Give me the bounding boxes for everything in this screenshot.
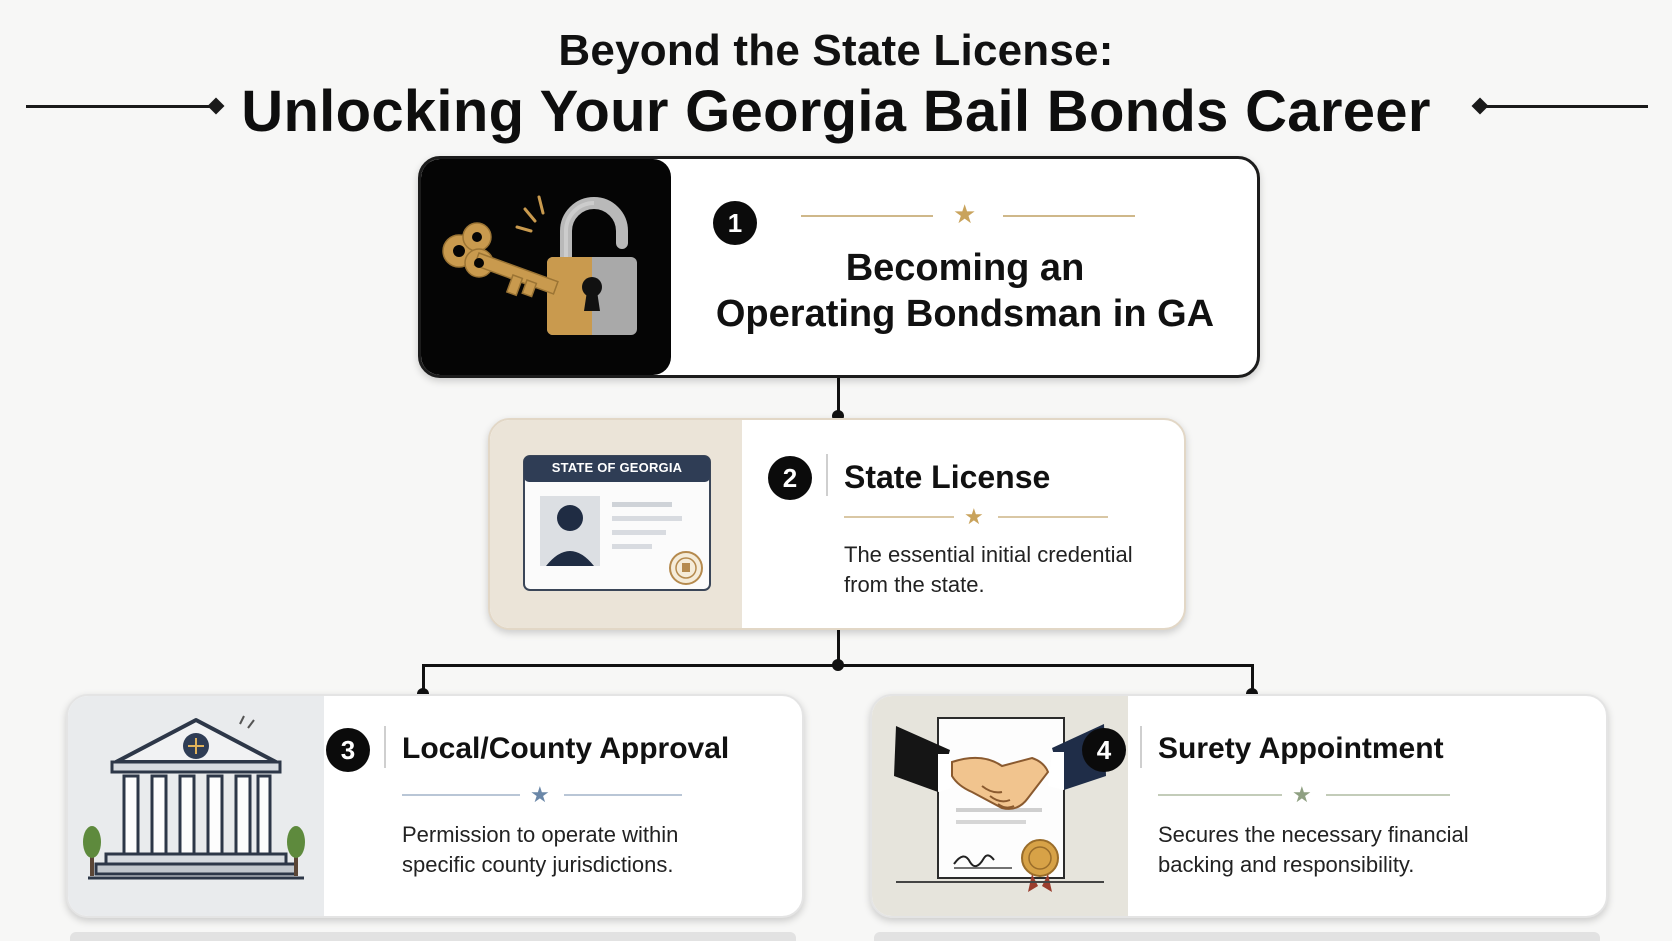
step-4-image	[872, 696, 1128, 916]
connector-2-split	[837, 628, 840, 666]
step-4-divider-right	[1326, 794, 1450, 796]
step-4-card: 4 Surety Appointment ★ Secures the neces…	[870, 694, 1608, 918]
next-card-edge-left	[70, 932, 796, 941]
step-2-divider-left	[844, 516, 954, 518]
step-2-title: State License	[844, 459, 1051, 495]
step-1-title-line2: Operating Bondsman in GA	[715, 293, 1215, 335]
diagram-title: Unlocking Your Georgia Bail Bonds Career	[241, 79, 1431, 144]
step-3-description-line2: specific county jurisdictions.	[402, 852, 674, 877]
step-1-number-badge: 1	[713, 201, 757, 245]
step-3-separator	[384, 726, 386, 768]
courthouse-icon	[83, 715, 305, 880]
step-2-card: STATE OF GEORGIA 2 State License ★ The e…	[488, 418, 1186, 630]
step-3-divider-left	[402, 794, 520, 796]
step-4-number-badge: 4	[1082, 728, 1126, 772]
step-4-description-line1: Secures the necessary financial	[1158, 822, 1469, 847]
step-4-description-line2: backing and responsibility.	[1158, 852, 1415, 877]
step-2-separator	[826, 454, 828, 496]
step-3-card: 3 Local/County Approval ★ Permission to …	[66, 694, 804, 918]
step-1-divider-left	[801, 215, 933, 217]
star-icon: ★	[1292, 782, 1312, 807]
star-icon: ★	[530, 782, 550, 807]
step-2-description-line2: from the state.	[844, 572, 985, 597]
title-rule-left	[26, 105, 218, 108]
handshake-contract-icon	[894, 717, 1106, 892]
step-1-divider-right	[1003, 215, 1135, 217]
step-1-image	[421, 159, 671, 375]
step-1-card: 1 ★ Becoming an Operating Bondsman in GA	[418, 156, 1260, 378]
connector-to-4	[1251, 664, 1254, 696]
step-3-image	[68, 696, 324, 916]
step-1-title-line1: Becoming an	[845, 247, 1085, 289]
step-2-image: STATE OF GEORGIA	[490, 420, 742, 628]
title-rule-right	[1482, 105, 1648, 108]
step-2-divider-right	[998, 516, 1108, 518]
step-2-number-badge: 2	[768, 456, 812, 500]
key-unlocking-padlock-icon	[442, 195, 637, 335]
step-4-separator	[1140, 726, 1142, 768]
star-icon: ★	[953, 199, 977, 229]
step-3-title: Local/County Approval	[402, 732, 730, 765]
step-4-divider-left	[1158, 794, 1282, 796]
georgia-id-card-icon	[523, 455, 711, 591]
step-4-title: Surety Appointment	[1158, 732, 1444, 765]
id-card-header-text: STATE OF GEORGIA	[551, 460, 683, 475]
connector-horizontal	[422, 664, 1254, 667]
next-card-edge-right	[874, 932, 1600, 941]
diagram-subtitle: Beyond the State License:	[558, 26, 1114, 75]
step-2-description-line1: The essential initial credential	[844, 542, 1133, 567]
step-3-number-badge: 3	[326, 728, 370, 772]
star-icon: ★	[964, 504, 984, 529]
connector-1-2	[837, 374, 840, 414]
step-3-divider-right	[564, 794, 682, 796]
connector-to-3	[422, 664, 425, 696]
step-3-description-line1: Permission to operate within	[402, 822, 679, 847]
